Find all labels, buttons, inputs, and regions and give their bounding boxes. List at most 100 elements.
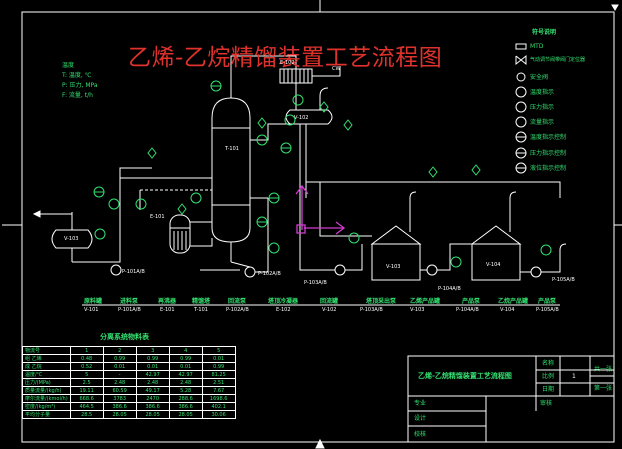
legend-item-2: 安全阀 [530,74,549,81]
conditions-line-1: T: 温度, ℃ [62,72,92,79]
table-row: 平均分子量 28.5 28.05 28.05 28.05 30.06 [22,410,236,419]
table-cell: 30.06 [201,410,236,419]
title-block-scale-field: 比例 [542,373,555,380]
legend-item-4: 压力指示 [530,104,555,111]
legend-item-1: 气动调节阀带阀门定位器 [530,57,586,63]
table-cell: 386.6 [135,402,170,411]
legend-item-6: 温度指示控制 [530,134,567,141]
table-cell: 0.48 [69,354,104,363]
eq-tag-7: P-103A/B [360,307,383,313]
product-tank-2 [470,191,522,281]
table-cell: 0.01 [135,362,170,371]
table-row: 压力/(MPa) 2.5 2.48 2.48 2.48 2.51 [22,378,236,387]
eq-tag-8: V-103 [410,307,425,313]
table-cell: 7.67 [201,386,236,395]
feed-tank [51,212,93,262]
table-row: 密度/(kg/m³) 464.5 386.6 386.6 386.6 402.1 [22,402,236,411]
eq-tag-0: V-101 [84,307,99,313]
title-block-drawing-title: 乙烯-乙烷精馏装置工艺流程图 [418,372,512,380]
title-block [407,355,615,443]
title-block-drawn-field: 专业 [414,400,427,407]
tag-feed-pump: P-101A/B [122,269,145,275]
table-cell: 密度/(kg/m³) [22,402,71,411]
table-header-cell: 4 [168,346,203,355]
table-header-cell: 5 [201,346,236,355]
table-cell: 0.52 [69,362,104,371]
title-block-audit-field: 审核 [540,400,553,407]
table-cell: 温度/℃ [22,370,71,379]
eq-tag-11: P-105A/B [536,307,559,313]
product-tank-1 [370,191,422,281]
table-cell: 平均分子量 [22,410,71,419]
conditions-line-3: F: 流量, t/h [62,92,93,99]
eq-tag-5: E-102 [276,307,291,313]
table-cell: 386.6 [102,402,137,411]
eq-name-3: 精馏塔 [192,298,211,305]
title-block-sheet-total: 共一张 [594,366,613,373]
tag-tank-1: V-103 [386,264,401,270]
title-block-sheet-number: 第一张 [594,385,613,392]
eq-tag-6: V-102 [322,307,337,313]
table-cell: 0.01 [102,362,137,371]
table-cell: 28.05 [168,410,203,419]
eq-name-6: 回流罐 [320,298,339,305]
eq-tag-10: V-104 [500,307,515,313]
eq-name-4: 回流泵 [228,298,247,305]
table-cell: 压力/(MPa) [22,378,71,387]
legend-item-7: 压力指示控制 [530,150,567,157]
table-cell: 5 [69,370,104,379]
tag-top-pump: P-103A/B [304,280,327,286]
table-cell: 19.11 [69,386,104,395]
table-cell: 28.05 [135,410,170,419]
table-cell: 3783 [102,394,137,403]
table-cell: 42.97 [135,370,170,379]
tag-stream-top: CW [332,66,341,72]
drawing-title: 乙烯-乙烷精馏装置工艺流程图 [128,45,443,71]
conditions-heading: 温度 [62,62,75,69]
eq-name-7: 塔顶采出泵 [366,298,397,305]
legend-item-0: MTD [530,43,544,50]
table-cell: 2.51 [201,378,236,387]
eq-tag-1: P-101A/B [118,307,141,313]
title-block-name-field: 名称 [542,360,555,367]
pumps [110,264,542,278]
table-row: 质量流量/(kg/h) 19.11 60.59 49.17 5.28 7.67 [22,386,236,395]
title-block-design-field: 设计 [414,415,427,422]
table-cell: 402.1 [201,402,236,411]
table-cell: 42.97 [168,370,203,379]
reboiler [169,214,213,254]
eq-name-5: 塔顶冷凝器 [268,298,299,305]
table-header-cell: 物流号 [22,346,71,355]
table-cell: 0.01 [201,354,236,363]
table-cell: 668.6 [69,394,104,403]
eq-name-0: 原料罐 [84,298,103,305]
tag-tank2-pump: P-105A/B [552,277,575,283]
eq-name-11: 产品泵 [538,298,557,305]
table-cell: 摩尔流量/(kmol/h) [22,394,71,403]
table-cell: 2.48 [168,378,203,387]
eq-name-1: 进料泵 [120,298,139,305]
table-cell: 0.01 [168,362,203,371]
tag-tank-2: V-104 [486,262,501,268]
table-row: 温度/℃ 5 - 42.97 42.97 81.25 [22,370,236,379]
eq-name-10: 乙烷产品罐 [498,298,529,305]
eq-name-9: 产品泵 [462,298,481,305]
tag-feed-tank: V-103 [64,236,79,242]
table-cell: 2.5 [69,378,104,387]
legend-item-8: 液位指示控制 [530,165,567,172]
tag-tank1-pump: P-104A/B [438,286,461,292]
material-balance-table: 物流号 1 2 3 4 5 组 乙烯 0.48 0.99 0.99 0.99 0… [22,346,236,419]
table-header-cell: 1 [69,346,104,355]
table-row: 摩尔流量/(kmol/h) 668.6 3783 2470 288.6 1698… [22,394,236,403]
eq-name-8: 乙烯产品罐 [410,298,441,305]
table-cell: 0.99 [135,354,170,363]
eq-tag-3: T-101 [194,307,208,313]
title-block-date-field: 日期 [542,386,555,393]
table-cell: 质量流量/(kg/h) [22,386,71,395]
table-cell: 2470 [135,394,170,403]
tag-column: T-101 [225,146,239,152]
table-cell: 28.05 [102,410,137,419]
legend-item-5: 流量指示 [530,119,555,126]
